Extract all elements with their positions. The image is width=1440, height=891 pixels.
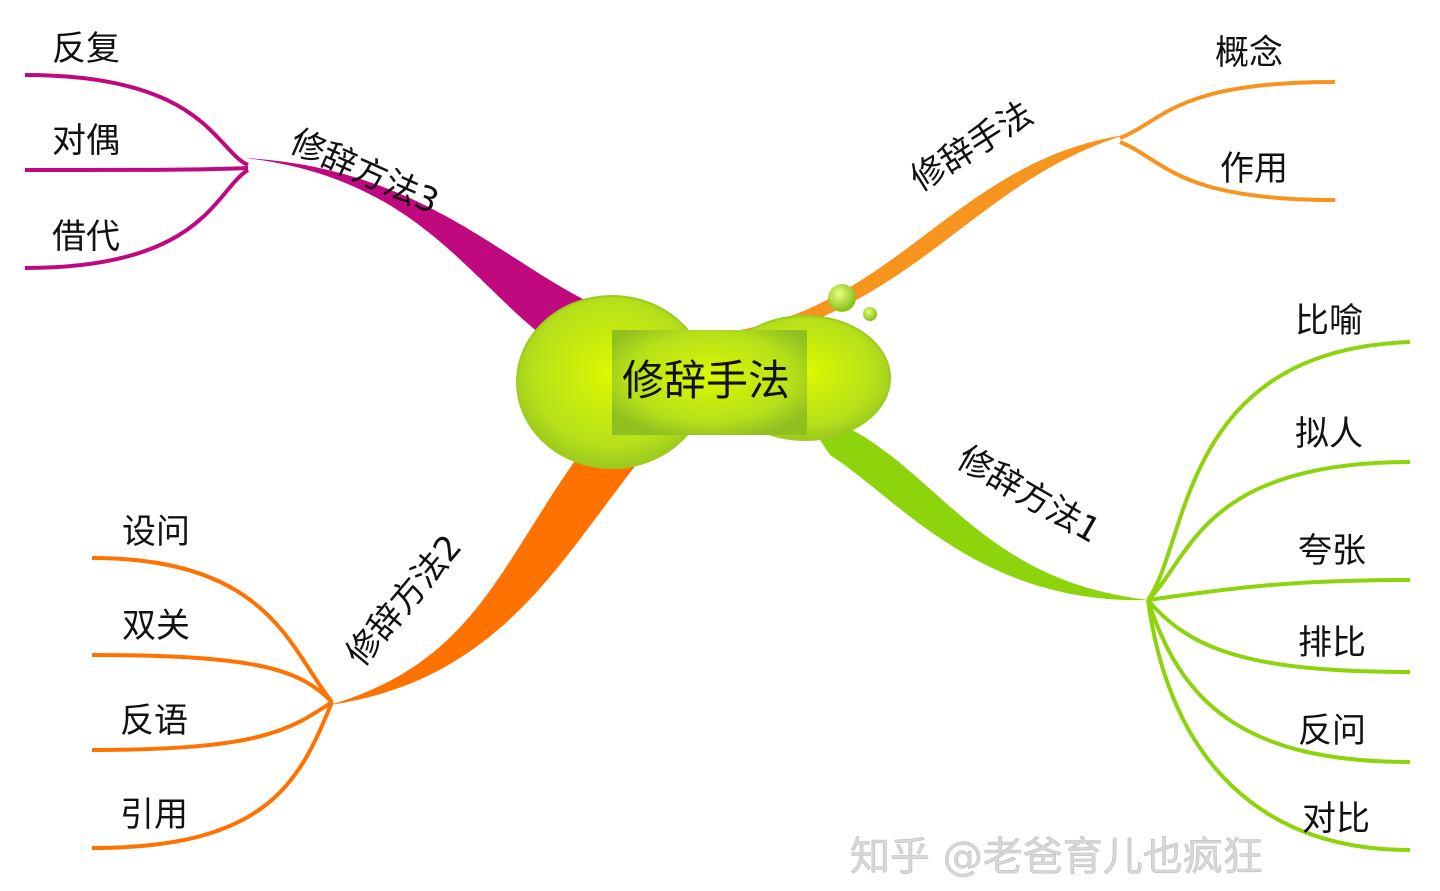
leaf-node: 双关 [122,606,190,646]
branch-trunk [740,135,1125,340]
bubble-decoration [828,284,856,312]
leaf-connectors [1146,340,1411,852]
branch-trunk [800,410,1150,601]
leaf-node: 拟人 [1295,414,1363,454]
bubble-decoration [863,307,877,321]
leaf-connectors [24,73,250,270]
leaf-node: 反问 [1298,711,1366,751]
leaf-node: 夸张 [1298,531,1366,571]
leaf-node: 借代 [52,217,120,257]
leaf-node: 比喻 [1295,301,1363,341]
leaf-node: 反语 [120,701,188,741]
leaf-node: 引用 [120,795,188,835]
branch-trunk [245,158,595,345]
branch-method-3: 修辞方法3 反复 对偶 借代 [24,29,595,345]
leaf-node: 对比 [1302,799,1370,839]
leaf-node: 设问 [122,512,190,552]
branch-label: 修辞方法3 [284,122,444,223]
branch-method-2: 修辞方法2 设问 双关 反语 引用 [91,440,640,850]
central-node-label: 修辞手法 [622,356,790,405]
leaf-node: 作用 [1220,149,1288,189]
leaf-connectors [1119,80,1336,202]
branch-method-1: 修辞方法1 比喻 拟人 夸张 排比 反问 对比 [800,301,1411,852]
leaf-node: 对偶 [52,121,120,161]
watermark: 知乎 @老爸育儿也疯狂 [850,834,1263,880]
central-node: 修辞手法 [516,284,891,469]
branch-trunk [330,440,640,705]
leaf-node: 反复 [52,29,120,69]
leaf-node: 排比 [1298,623,1366,663]
leaf-node: 概念 [1215,33,1283,73]
leaf-connectors [91,556,334,850]
